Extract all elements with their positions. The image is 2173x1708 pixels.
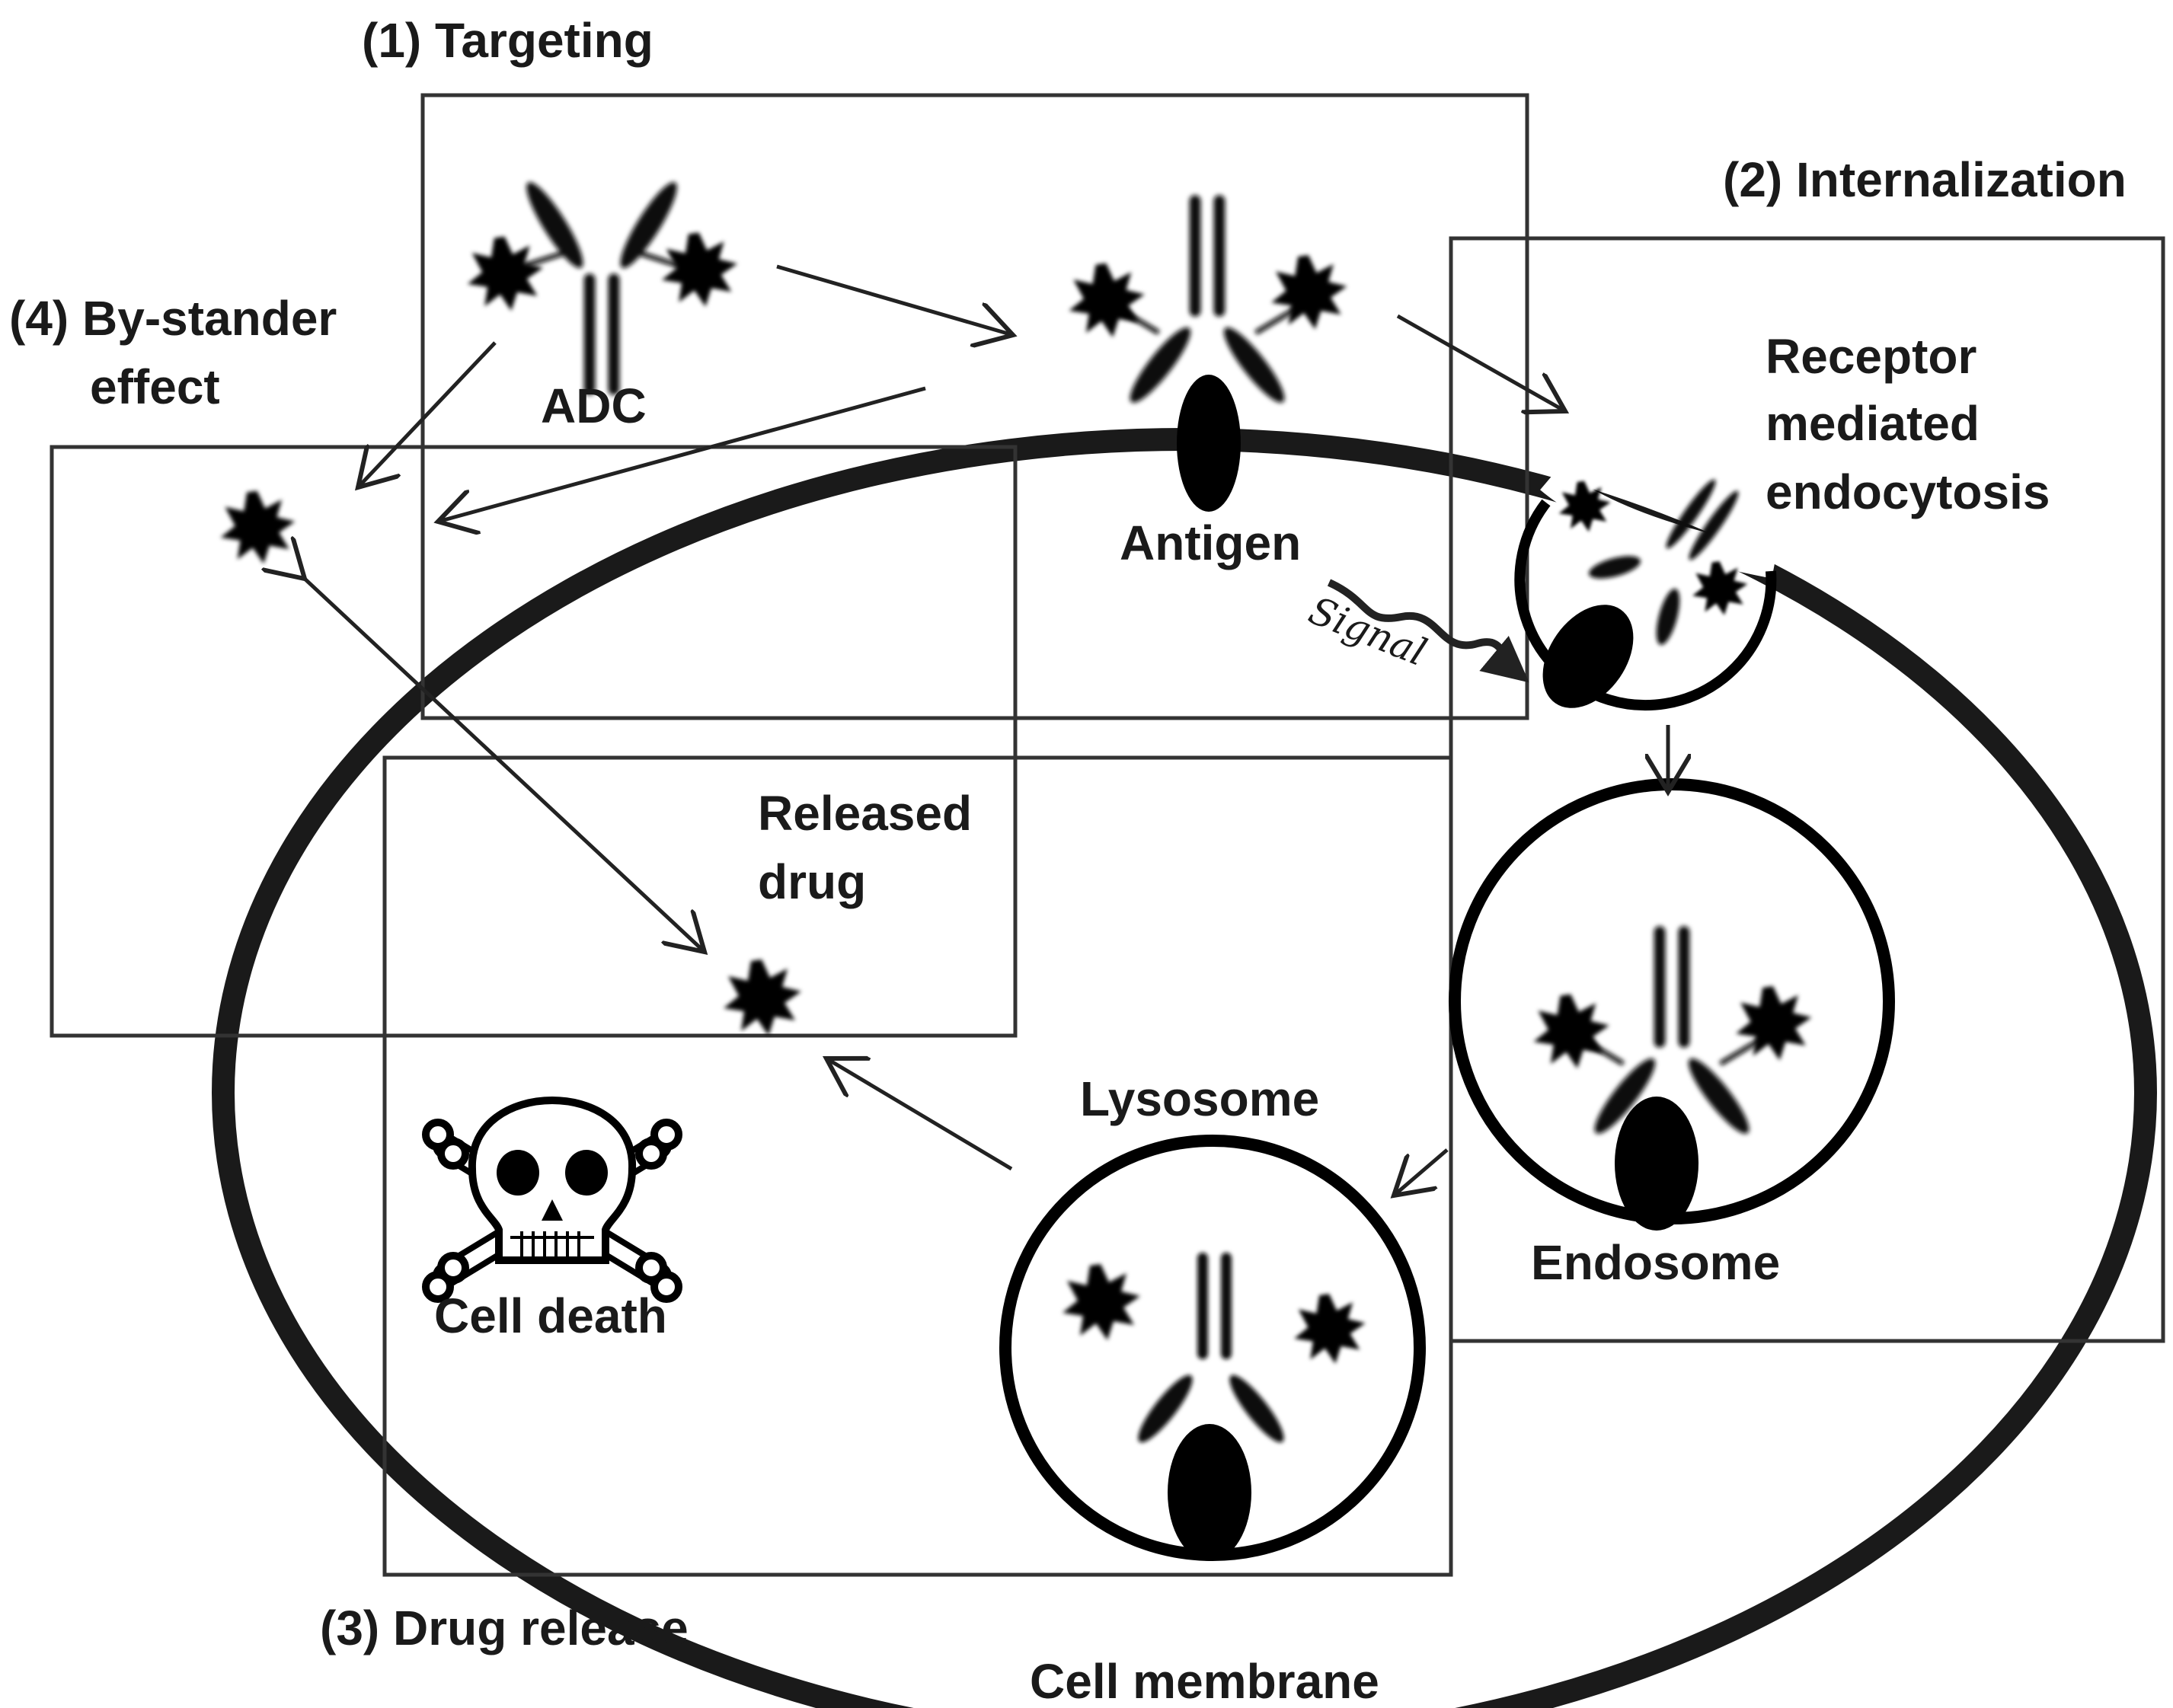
rme-label-3: endocytosis — [1766, 465, 2050, 519]
cell-membrane-label: Cell membrane — [1030, 1654, 1379, 1708]
adc-molecule-icon — [468, 177, 737, 395]
antigen-label: Antigen — [1120, 516, 1301, 570]
arrow-bystander-exchange — [305, 579, 705, 952]
lysosome-label: Lysosome — [1080, 1071, 1319, 1126]
stage-title-targeting: (1) Targeting — [362, 13, 653, 68]
rme-label-2: mediated — [1766, 396, 1980, 451]
released-drug-label-2: drug — [758, 854, 866, 909]
drug-release-box — [382, 755, 1453, 1577]
cell-death-label: Cell death — [434, 1288, 667, 1343]
stage-title-bystander-effect: effect — [90, 359, 220, 414]
arrow-adc-to-antigen — [776, 264, 1013, 335]
stage-title-internalization: (2) Internalization — [1723, 152, 2127, 207]
internalizing-adc-icon — [1559, 479, 1748, 645]
arrow-lysosome-to-released-drug — [826, 1058, 1013, 1171]
released-drug-label-1: Released — [758, 786, 972, 841]
bystander-box — [50, 445, 1018, 1038]
stage-title-bystander: (4) By-stander — [9, 291, 337, 346]
bystander-drug-icon — [221, 491, 296, 564]
signal-arrow — [1327, 579, 1529, 683]
arrow-antigen-to-bystander — [438, 386, 926, 522]
rme-label-1: Receptor — [1766, 329, 1976, 384]
skull-crossbones-icon — [422, 1097, 682, 1303]
antigen-receptor — [1177, 375, 1241, 512]
lysosome-antigen — [1168, 1424, 1251, 1561]
adc-label: ADC — [541, 378, 647, 433]
arrow-adc-to-bystander — [358, 341, 497, 487]
lysosome-contents-icon — [1063, 1253, 1366, 1443]
endosome-label: Endosome — [1531, 1235, 1780, 1290]
arrow-endosome-to-lysosome — [1394, 1148, 1449, 1196]
internalizing-antigen — [1542, 605, 1634, 708]
signal-label: Signal — [1303, 588, 1433, 675]
stage-title-drug-release: (3) Drug release — [320, 1601, 689, 1655]
arrow-antigen-to-endocytosis — [1396, 314, 1565, 411]
endocytic-pit — [1514, 499, 1777, 711]
released-drug-icon — [724, 959, 801, 1036]
endosome-antigen — [1615, 1097, 1698, 1231]
